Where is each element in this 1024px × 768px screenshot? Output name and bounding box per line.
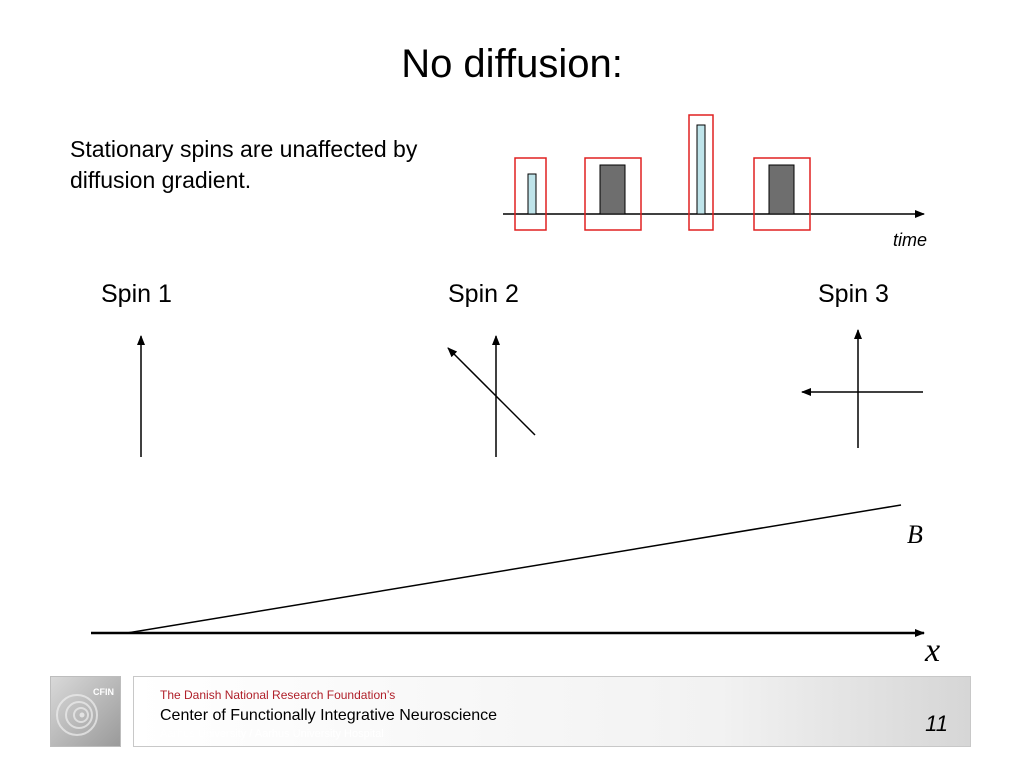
highlight-box-3	[688, 114, 714, 231]
field-b-label: B	[907, 520, 923, 549]
spin-2-label: Spin 2	[448, 280, 519, 308]
x-axis-label: x	[925, 632, 941, 669]
pulse-2	[696, 124, 706, 215]
spin-2-diagonal-arrow	[447, 347, 536, 436]
highlight-box-1	[514, 157, 547, 231]
page-number: 11	[925, 711, 948, 736]
footer-banner: The Danish National Research Foundation’…	[133, 676, 971, 747]
gradient-pulse-2	[768, 164, 795, 215]
field-gradient-line	[126, 504, 902, 634]
highlight-box-4	[753, 157, 811, 231]
spiral-shell-icon	[56, 694, 98, 736]
footer-center-name: Center of Functionally Integrative Neuro…	[160, 707, 498, 724]
spin-2-vectors	[447, 335, 536, 457]
logo-text: CFIN	[93, 687, 114, 697]
slide-title: No diffusion:	[401, 42, 623, 86]
footer-foundation: The Danish National Research Foundation’…	[160, 688, 396, 702]
highlight-box-2	[584, 157, 642, 231]
pulse-sequence	[503, 114, 925, 231]
pulse-1	[527, 173, 537, 215]
cfin-logo: CFIN	[50, 676, 121, 747]
gradient-pulse-1	[599, 164, 626, 215]
footer-university: Aarhus University / Aarhus University Ho…	[160, 728, 384, 740]
spin-3-label: Spin 3	[818, 280, 889, 308]
time-axis-label: time	[893, 230, 928, 250]
spin-1-label: Spin 1	[101, 280, 172, 308]
subtitle-text: Stationary spins are unaffected by diffu…	[70, 136, 418, 193]
spin-3-vectors	[801, 329, 923, 448]
